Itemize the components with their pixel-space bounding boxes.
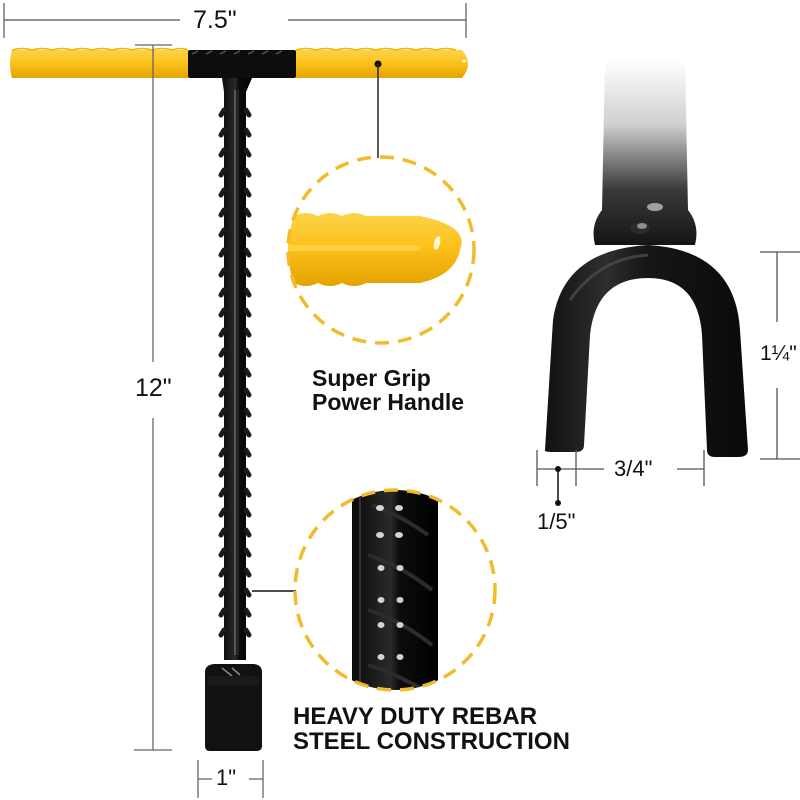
fork-tip xyxy=(544,60,748,457)
rebar-feature-line2: STEEL CONSTRUCTION xyxy=(293,728,570,756)
rebar-shaft xyxy=(218,78,252,660)
grip-callout-connector xyxy=(374,60,382,158)
dimension-handle-width xyxy=(3,3,467,38)
grip-feature-title: Super Grip Power Handle xyxy=(312,366,464,414)
dimension-fork-height xyxy=(760,251,800,460)
rebar-zoom-circle xyxy=(293,488,497,692)
grip-feature-line2: Power Handle xyxy=(312,389,465,416)
base-width-label: 1" xyxy=(216,765,237,790)
dimension-tool-length xyxy=(134,44,172,751)
rebar-feature-line1: HEAVY DUTY REBAR xyxy=(293,703,538,730)
tool-length-label: 12" xyxy=(135,374,172,402)
t-handle xyxy=(10,47,468,78)
grip-feature-line1: Super Grip xyxy=(312,365,431,391)
tine-width-label: 1/5" xyxy=(537,509,576,534)
dimension-base-width xyxy=(197,760,264,798)
fork-height-label: 1¼" xyxy=(760,342,797,365)
handle-width-label: 7.5" xyxy=(193,6,237,34)
grip-zoom-circle xyxy=(286,155,476,345)
base-block xyxy=(205,664,262,751)
dimension-tine-width xyxy=(555,466,561,506)
fork-gap-label: 3/4" xyxy=(614,456,653,481)
rebar-feature-title: HEAVY DUTY REBAR STEEL CONSTRUCTION xyxy=(293,703,570,756)
dimension-fork-gap xyxy=(536,450,705,486)
